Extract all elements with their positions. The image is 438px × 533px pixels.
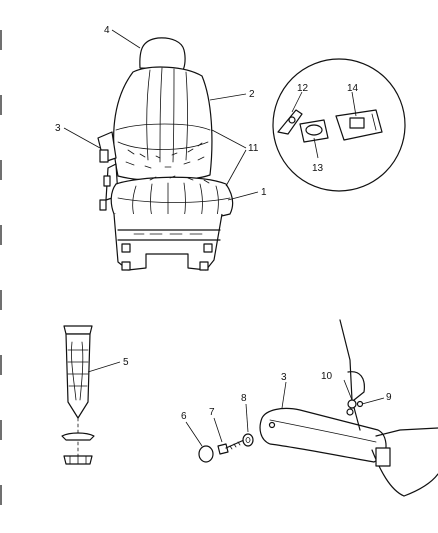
seat-assembly <box>97 37 234 271</box>
callout-5: 5 <box>123 357 129 368</box>
washer-part <box>242 433 254 447</box>
callout-8: 8 <box>241 393 247 404</box>
cap-part <box>198 445 214 463</box>
callout-4: 4 <box>104 25 110 36</box>
armrest-lower <box>259 319 438 497</box>
callout-7: 7 <box>209 407 215 418</box>
callout-6: 6 <box>181 411 187 422</box>
armrest-fasteners <box>198 433 254 463</box>
callout-10: 10 <box>321 371 333 382</box>
armrest-insert <box>61 325 95 465</box>
callout-14: 14 <box>347 83 359 94</box>
screw-part <box>217 443 229 455</box>
callout-11: 11 <box>248 143 259 154</box>
callout-1: 1 <box>261 187 267 198</box>
callout-12: 12 <box>297 83 309 94</box>
callout-3-upper: 3 <box>55 123 61 134</box>
detail-circle <box>272 58 406 192</box>
callout-9: 9 <box>386 392 392 403</box>
callouts: 4 2 3 11 1 12 14 13 5 3 10 9 <box>55 25 392 447</box>
callout-2: 2 <box>249 89 255 100</box>
seat-cushion <box>110 176 234 221</box>
callout-3-lower: 3 <box>281 372 287 383</box>
callout-13: 13 <box>312 163 324 174</box>
headrest <box>139 37 186 71</box>
